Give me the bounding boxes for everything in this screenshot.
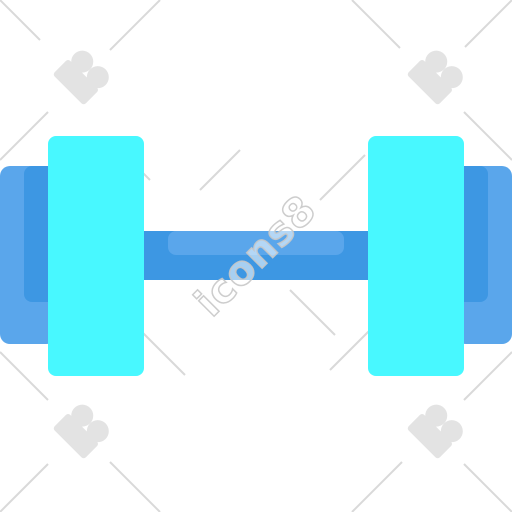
watermark-line	[199, 149, 241, 191]
watermark-line	[0, 463, 49, 512]
watermark-line	[351, 461, 403, 512]
left-main-plate	[48, 136, 144, 376]
watermark-line	[0, 0, 41, 41]
watermark-line	[139, 329, 186, 376]
right-main-plate	[368, 136, 464, 376]
icons8-logo-icon	[53, 50, 109, 105]
watermark-line	[463, 351, 512, 401]
watermark-line	[109, 0, 161, 51]
watermark-line	[463, 463, 512, 512]
watermark-logos	[53, 50, 463, 459]
watermark-line	[351, 0, 401, 49]
watermark-line	[289, 289, 336, 336]
icons8-logo-icon	[407, 50, 463, 105]
watermark-line	[0, 111, 49, 161]
watermark-line	[464, 0, 512, 48]
icons8-logo-icon	[407, 404, 463, 459]
watermark-line	[109, 461, 161, 512]
dumbbell-bar-highlight	[168, 231, 344, 255]
watermark-line	[463, 111, 512, 161]
watermark-line	[329, 329, 371, 371]
watermark-line	[0, 351, 49, 401]
icons8-logo-icon	[53, 404, 109, 459]
watermark-line	[319, 154, 366, 201]
